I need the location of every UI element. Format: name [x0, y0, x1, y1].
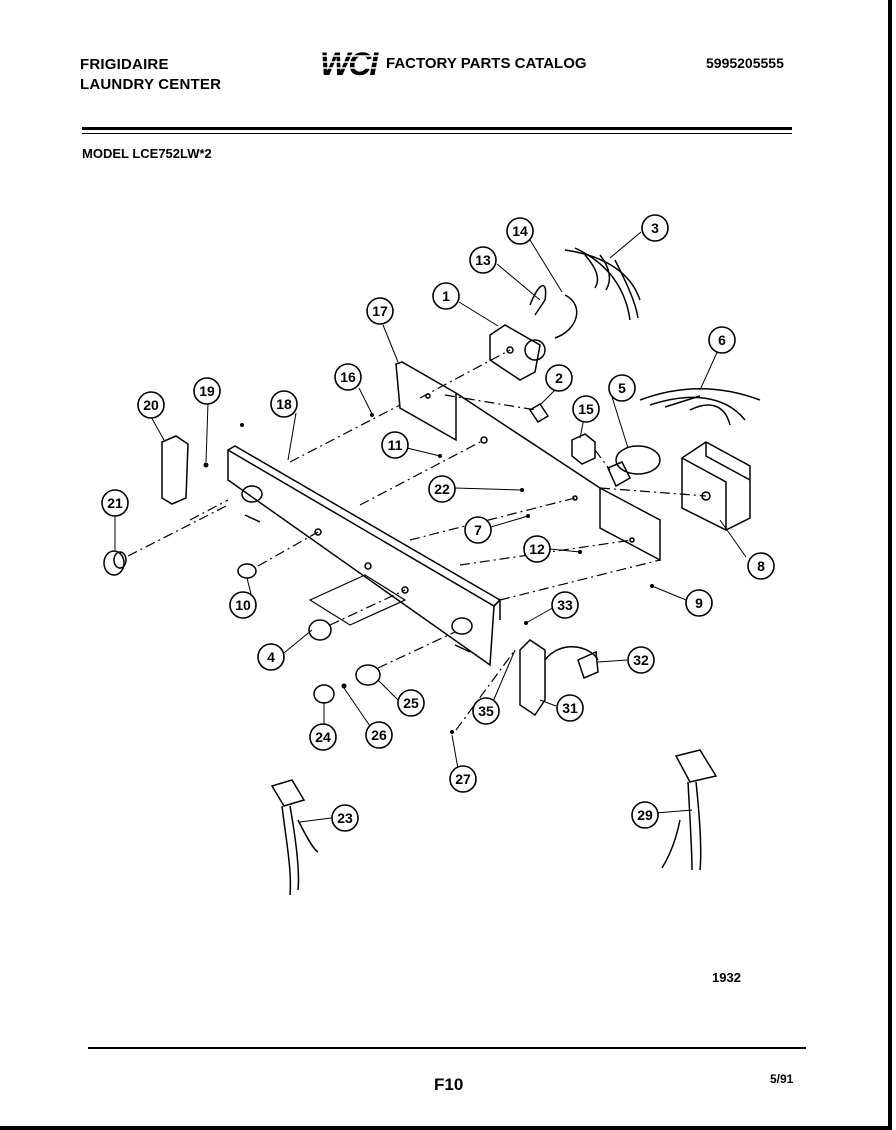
- callout-15: [572, 395, 600, 423]
- back-bracket: [395, 361, 661, 562]
- callout-label-32: 32: [633, 652, 649, 668]
- callout-label-13: 13: [475, 252, 491, 268]
- callout-label-35: 35: [478, 703, 494, 719]
- wire-harness-6: [639, 388, 761, 426]
- callout-12: [523, 535, 551, 563]
- callout-3: [641, 214, 669, 242]
- callout-label-25: 25: [403, 695, 419, 711]
- callout-16: [334, 363, 362, 391]
- callout-18: [270, 390, 298, 418]
- box-8: [681, 441, 751, 531]
- callout-label-2: 2: [555, 370, 563, 386]
- callout-1: [432, 282, 460, 310]
- timer: [489, 324, 546, 381]
- callout-label-15: 15: [578, 401, 594, 417]
- callout-label-31: 31: [562, 700, 578, 716]
- callout-10: [229, 591, 257, 619]
- callout-5: [608, 374, 636, 402]
- callout-25: [397, 689, 425, 717]
- callout-20: [137, 391, 165, 419]
- wci-logo: WCI: [318, 46, 380, 80]
- motor-5: [607, 445, 661, 488]
- header-rule: [82, 127, 792, 130]
- callout-22: [428, 475, 456, 503]
- callout-label-21: 21: [107, 495, 123, 511]
- svg-text:WCI: WCI: [320, 46, 379, 80]
- header-rule-thin: [82, 133, 792, 134]
- footer-rule: [88, 1047, 806, 1049]
- callout-label-4: 4: [267, 649, 275, 665]
- callout-33: [551, 591, 579, 619]
- callout-label-16: 16: [340, 369, 356, 385]
- callout-label-10: 10: [235, 597, 251, 613]
- callout-label-23: 23: [337, 810, 353, 826]
- callout-21: [101, 489, 129, 517]
- callout-9: [685, 589, 713, 617]
- callout-label-19: 19: [199, 383, 215, 399]
- callout-label-24: 24: [315, 729, 331, 745]
- callout-label-11: 11: [388, 437, 403, 453]
- callout-label-27: 27: [455, 771, 471, 787]
- callout-label-18: 18: [276, 396, 292, 412]
- callout-label-14: 14: [512, 223, 528, 239]
- callout-label-17: 17: [372, 303, 388, 319]
- callout-8: [747, 552, 775, 580]
- callout-35: [472, 697, 500, 725]
- callout-label-8: 8: [757, 558, 765, 574]
- callout-23: [331, 804, 359, 832]
- callout-2: [545, 364, 573, 392]
- callout-13: [469, 246, 497, 274]
- page-code: F10: [434, 1075, 464, 1094]
- revision-date: 5/91: [770, 1072, 794, 1086]
- callout-label-6: 6: [718, 332, 726, 348]
- callout-label-1: 1: [442, 288, 450, 304]
- brand-name: FRIGIDAIRE: [80, 56, 169, 73]
- callout-label-3: 3: [651, 220, 659, 236]
- callout-label-20: 20: [143, 397, 159, 413]
- callout-label-33: 33: [557, 597, 573, 613]
- callout-24: [309, 723, 337, 751]
- callout-32: [627, 646, 655, 674]
- callout-label-5: 5: [618, 380, 626, 396]
- product-line: LAUNDRY CENTER: [80, 76, 222, 93]
- callout-27: [449, 765, 477, 793]
- catalog-title: FACTORY PARTS CATALOG: [386, 55, 587, 72]
- callout-11: [381, 431, 409, 459]
- callout-4: [257, 643, 285, 671]
- callout-19: [193, 377, 221, 405]
- callout-label-7: 7: [474, 522, 482, 538]
- callout-17: [366, 297, 394, 325]
- callout-label-22: 22: [434, 481, 450, 497]
- model-number: MODEL LCE752LW*2: [82, 146, 212, 161]
- part-number: 5995205555: [706, 55, 784, 71]
- callout-label-26: 26: [371, 727, 387, 743]
- callout-7: [464, 516, 492, 544]
- wire-harness-29: [661, 749, 718, 871]
- callout-31: [556, 694, 584, 722]
- callout-26: [365, 721, 393, 749]
- callout-29: [631, 801, 659, 829]
- callout-6: [708, 326, 736, 354]
- wire-harness-3: [564, 247, 641, 321]
- figure-number: 1932: [712, 970, 741, 985]
- callout-label-29: 29: [637, 807, 653, 823]
- wire-harness-23: [270, 779, 319, 896]
- callout-14: [506, 217, 534, 245]
- control-panel: [226, 445, 502, 667]
- callout-label-9: 9: [695, 595, 703, 611]
- callout-label-12: 12: [529, 541, 545, 557]
